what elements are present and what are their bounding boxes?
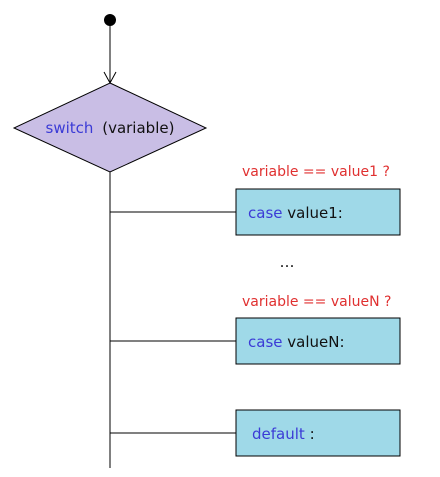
case-n-label: case valueN: bbox=[248, 333, 345, 351]
case-n-box bbox=[235, 317, 401, 365]
case-1-value: value1: bbox=[287, 204, 343, 222]
default-label: default : bbox=[252, 425, 315, 443]
switch-keyword: switch bbox=[46, 119, 94, 137]
case-1-keyword: case bbox=[248, 204, 282, 222]
ellipsis: … bbox=[280, 253, 295, 271]
case-n-keyword: case bbox=[248, 333, 282, 351]
switch-argument: (variable) bbox=[102, 119, 174, 137]
default-box bbox=[235, 409, 401, 457]
case-n-value: valueN: bbox=[287, 333, 344, 351]
case-1-label: case value1: bbox=[248, 204, 343, 222]
default-colon: : bbox=[310, 425, 315, 443]
case-1-box bbox=[235, 188, 401, 236]
default-keyword: default bbox=[252, 425, 305, 443]
switch-label: switch (variable) bbox=[46, 119, 175, 137]
case-1-condition: variable == value1 ? bbox=[242, 164, 390, 180]
case-n-condition: variable == valueN ? bbox=[242, 294, 391, 310]
